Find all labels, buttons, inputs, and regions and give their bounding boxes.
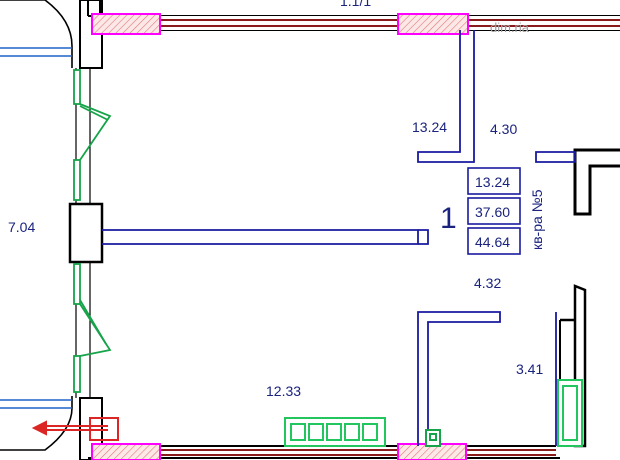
area-summary-box <box>467 167 521 255</box>
area-label-bottom-room: 12.33 <box>266 383 301 399</box>
watermark: dim.ria <box>490 20 530 35</box>
heater <box>31 417 119 441</box>
area-label-left-room: 7.04 <box>8 219 35 235</box>
riser <box>425 429 441 447</box>
summary-useful-area: 37.60 <box>475 204 510 220</box>
top-window-band <box>91 13 620 35</box>
balcony-door <box>73 69 112 393</box>
summary-total-area: 44.64 <box>475 234 510 250</box>
top-cut-label: 1.1/1 <box>340 0 371 9</box>
interior-partitions <box>102 30 576 446</box>
area-label-top-room: 13.24 <box>412 119 447 135</box>
apartment-label: кв-ра №5 <box>529 189 545 250</box>
area-label-bathroom: 3.41 <box>516 361 543 377</box>
left-balcony <box>0 0 73 451</box>
room-number: 1 <box>440 202 457 235</box>
bottom-window-band <box>91 443 556 460</box>
area-label-corridor: 4.30 <box>490 121 517 137</box>
summary-living-area: 13.24 <box>475 174 510 190</box>
area-label-hall: 4.32 <box>474 275 501 291</box>
radiator <box>284 417 386 447</box>
bathtub <box>557 379 583 447</box>
